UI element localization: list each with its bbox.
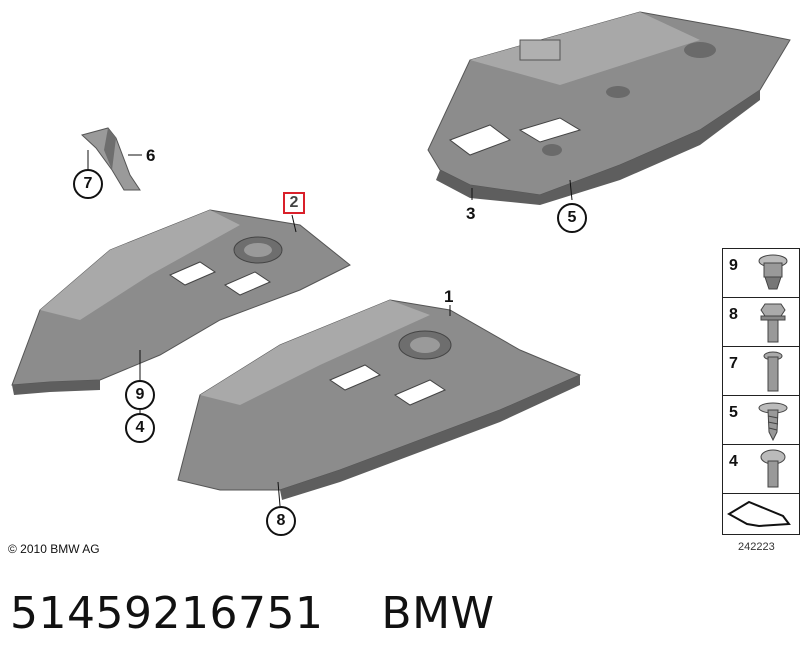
legend-number: 7 — [729, 355, 738, 372]
fastener-legend: 9 8 7 5 4 — [722, 248, 800, 535]
callout-7: 7 — [73, 169, 103, 199]
torx-screw-icon — [760, 449, 786, 488]
callout-2-highlighted: 2 — [283, 192, 305, 214]
callout-3: 3 — [466, 204, 476, 223]
leader-lines — [87, 150, 573, 507]
part-1-lower-panel — [177, 299, 582, 500]
legend-view-indicator — [723, 494, 799, 534]
legend-row-4: 4 — [723, 445, 799, 494]
part-6-bracket — [80, 127, 141, 191]
clip-nut-icon — [758, 254, 788, 290]
part-number: 51459216751 — [10, 588, 324, 639]
part-number-caption: 51459216751 BMW — [10, 588, 495, 639]
hex-bolt-icon — [760, 303, 786, 343]
part-2-middle-panel — [11, 209, 351, 395]
part-3-upper-panel — [427, 11, 791, 205]
callout-5: 5 — [557, 203, 587, 233]
callout-9: 9 — [125, 380, 155, 410]
callout-1: 1 — [444, 287, 454, 306]
callout-6: 6 — [146, 146, 156, 165]
reference-number: 242223 — [738, 541, 775, 553]
self-tapping-screw-icon — [758, 402, 788, 442]
legend-number: 4 — [729, 453, 738, 470]
legend-number: 8 — [729, 306, 738, 323]
legend-number: 5 — [729, 404, 738, 421]
callout-4: 4 — [125, 413, 155, 443]
legend-row-5: 5 — [723, 396, 799, 445]
stud-bolt-icon — [763, 351, 783, 392]
callout-8: 8 — [266, 506, 296, 536]
legend-row-9: 9 — [723, 249, 799, 298]
legend-number: 9 — [729, 257, 738, 274]
legend-row-7: 7 — [723, 347, 799, 396]
copyright-text: © 2010 BMW AG — [8, 542, 100, 556]
brand-name: BMW — [381, 588, 495, 639]
arrow-indicator-icon — [727, 500, 791, 528]
legend-row-8: 8 — [723, 298, 799, 347]
